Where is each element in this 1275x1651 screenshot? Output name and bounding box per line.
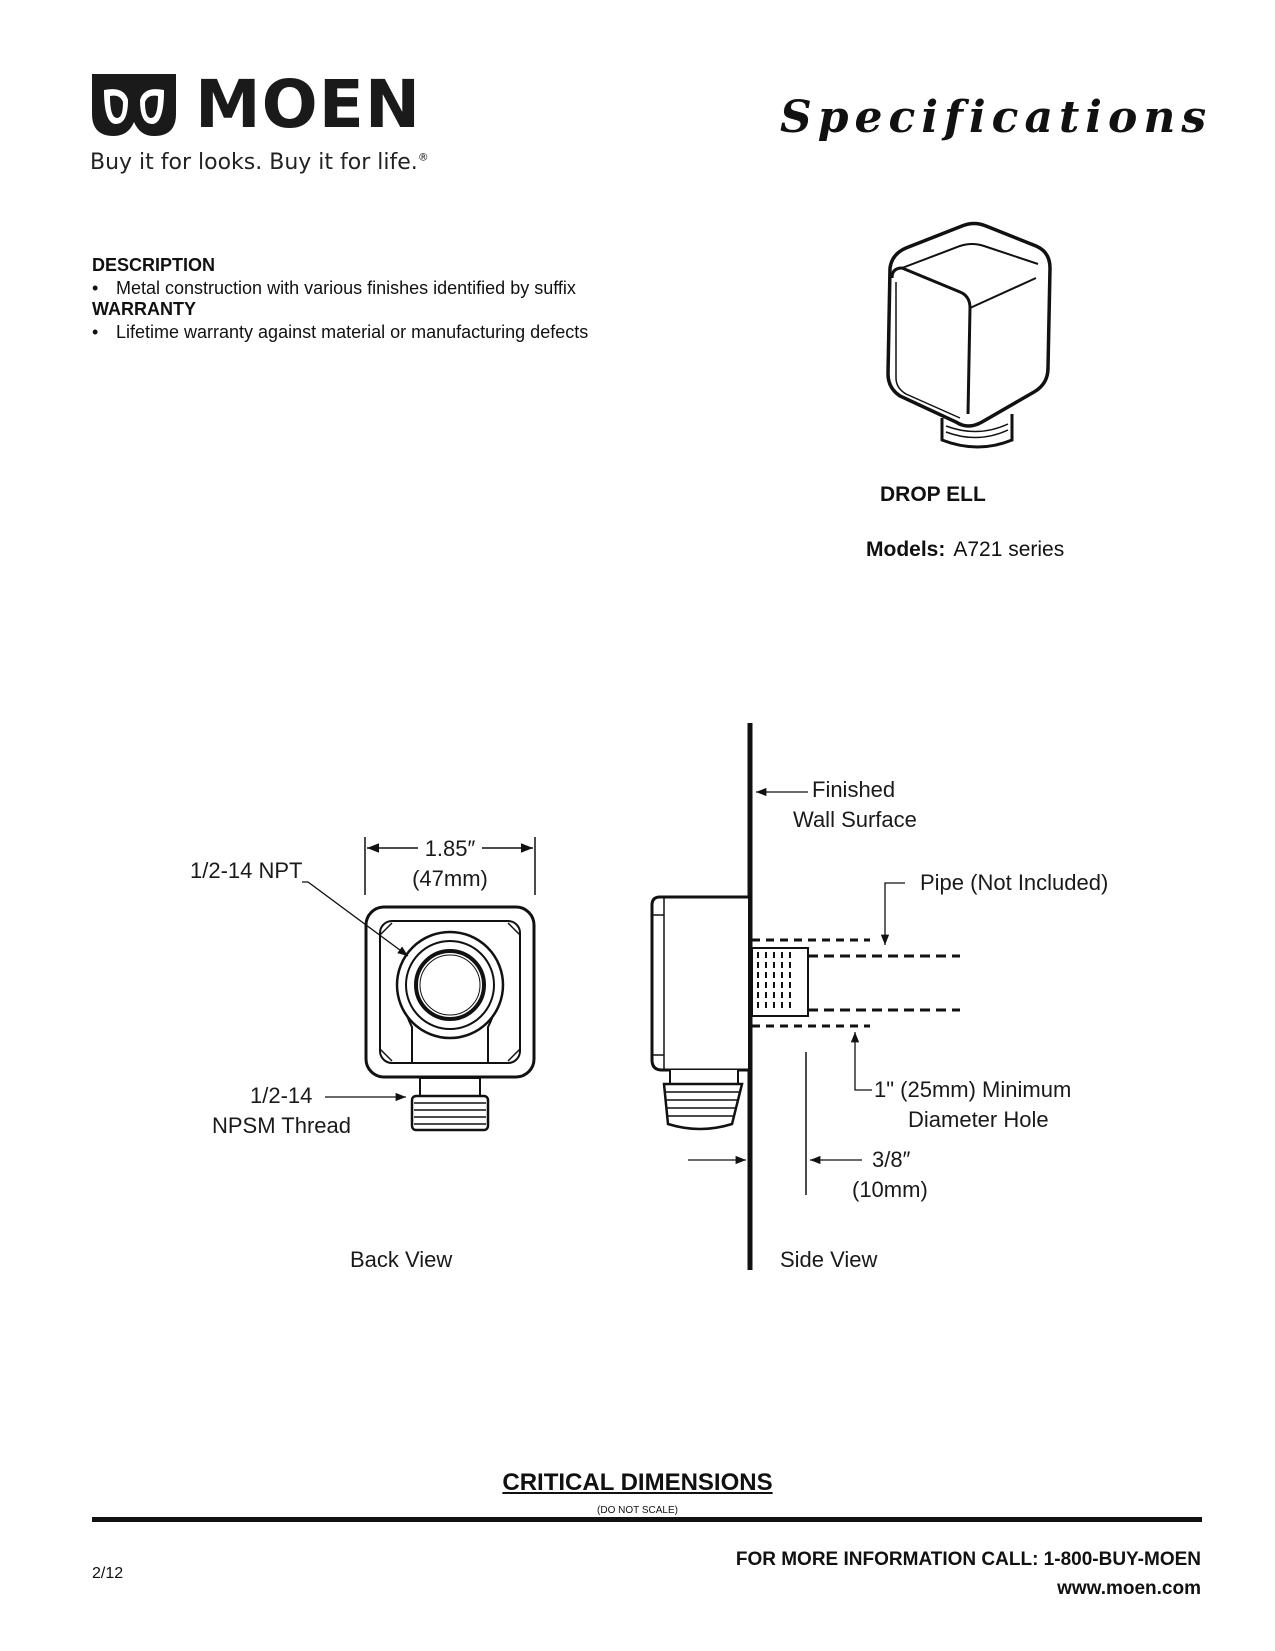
critical-dimensions-block: CRITICAL DIMENSIONS (DO NOT SCALE) xyxy=(0,1469,1275,1516)
pipe-label: Pipe (Not Included) xyxy=(920,870,1108,895)
critical-dimensions-diagram: 1.85″ (47mm) 1/2-14 NPT 1/2-14 NPSM Thre… xyxy=(190,723,1108,1272)
depth-dimension-mm-label: (10mm) xyxy=(852,1177,928,1202)
side-view-caption: Side View xyxy=(780,1247,878,1272)
critical-dimensions-title: CRITICAL DIMENSIONS xyxy=(502,1469,773,1496)
side-view-drawing xyxy=(650,723,960,1270)
description-heading: DESCRIPTION xyxy=(92,255,216,275)
finished-wall-label-line1: Finished xyxy=(812,777,895,802)
brand-wordmark: MOEN xyxy=(195,66,422,143)
critical-dimensions-note: (DO NOT SCALE) xyxy=(597,1505,678,1516)
width-dimension-label: 1.85″ xyxy=(425,836,476,861)
depth-dimension-label: 3/8″ xyxy=(872,1147,911,1172)
document-date: 2/12 xyxy=(92,1565,124,1582)
warranty-item: •Lifetime warranty against material or m… xyxy=(92,322,589,342)
thread-label-line1: 1/2-14 xyxy=(250,1083,312,1108)
product-models: Models:A721 series xyxy=(866,538,1065,561)
back-view-caption: Back View xyxy=(350,1247,452,1272)
description-item: •Metal construction with various finishe… xyxy=(92,278,576,298)
website-link[interactable]: www.moen.com xyxy=(1057,1578,1201,1599)
moen-logo-icon xyxy=(92,74,176,136)
width-dimension-mm-label: (47mm) xyxy=(412,866,488,891)
finished-wall-label-line2: Wall Surface xyxy=(793,807,917,832)
page-title: Specifications xyxy=(780,92,1213,143)
product-name: DROP ELL xyxy=(880,483,986,506)
thread-label-line2: NPSM Thread xyxy=(212,1113,351,1138)
contact-block: FOR MORE INFORMATION CALL: 1-800-BUY-MOE… xyxy=(736,1545,1201,1603)
call-info: FOR MORE INFORMATION CALL: 1-800-BUY-MOE… xyxy=(735,1549,1201,1570)
npt-label: 1/2-14 NPT xyxy=(190,858,303,883)
footer-divider xyxy=(92,1517,1202,1522)
hole-label-line2: Diameter Hole xyxy=(908,1107,1049,1132)
hole-label-line1: 1" (25mm) Minimum xyxy=(874,1077,1071,1102)
back-view-drawing xyxy=(364,905,536,1132)
drop-ell-product-icon xyxy=(886,221,1052,449)
warranty-heading: WARRANTY xyxy=(92,299,196,319)
brand-tagline: Buy it for looks. Buy it for life.® xyxy=(90,150,429,175)
